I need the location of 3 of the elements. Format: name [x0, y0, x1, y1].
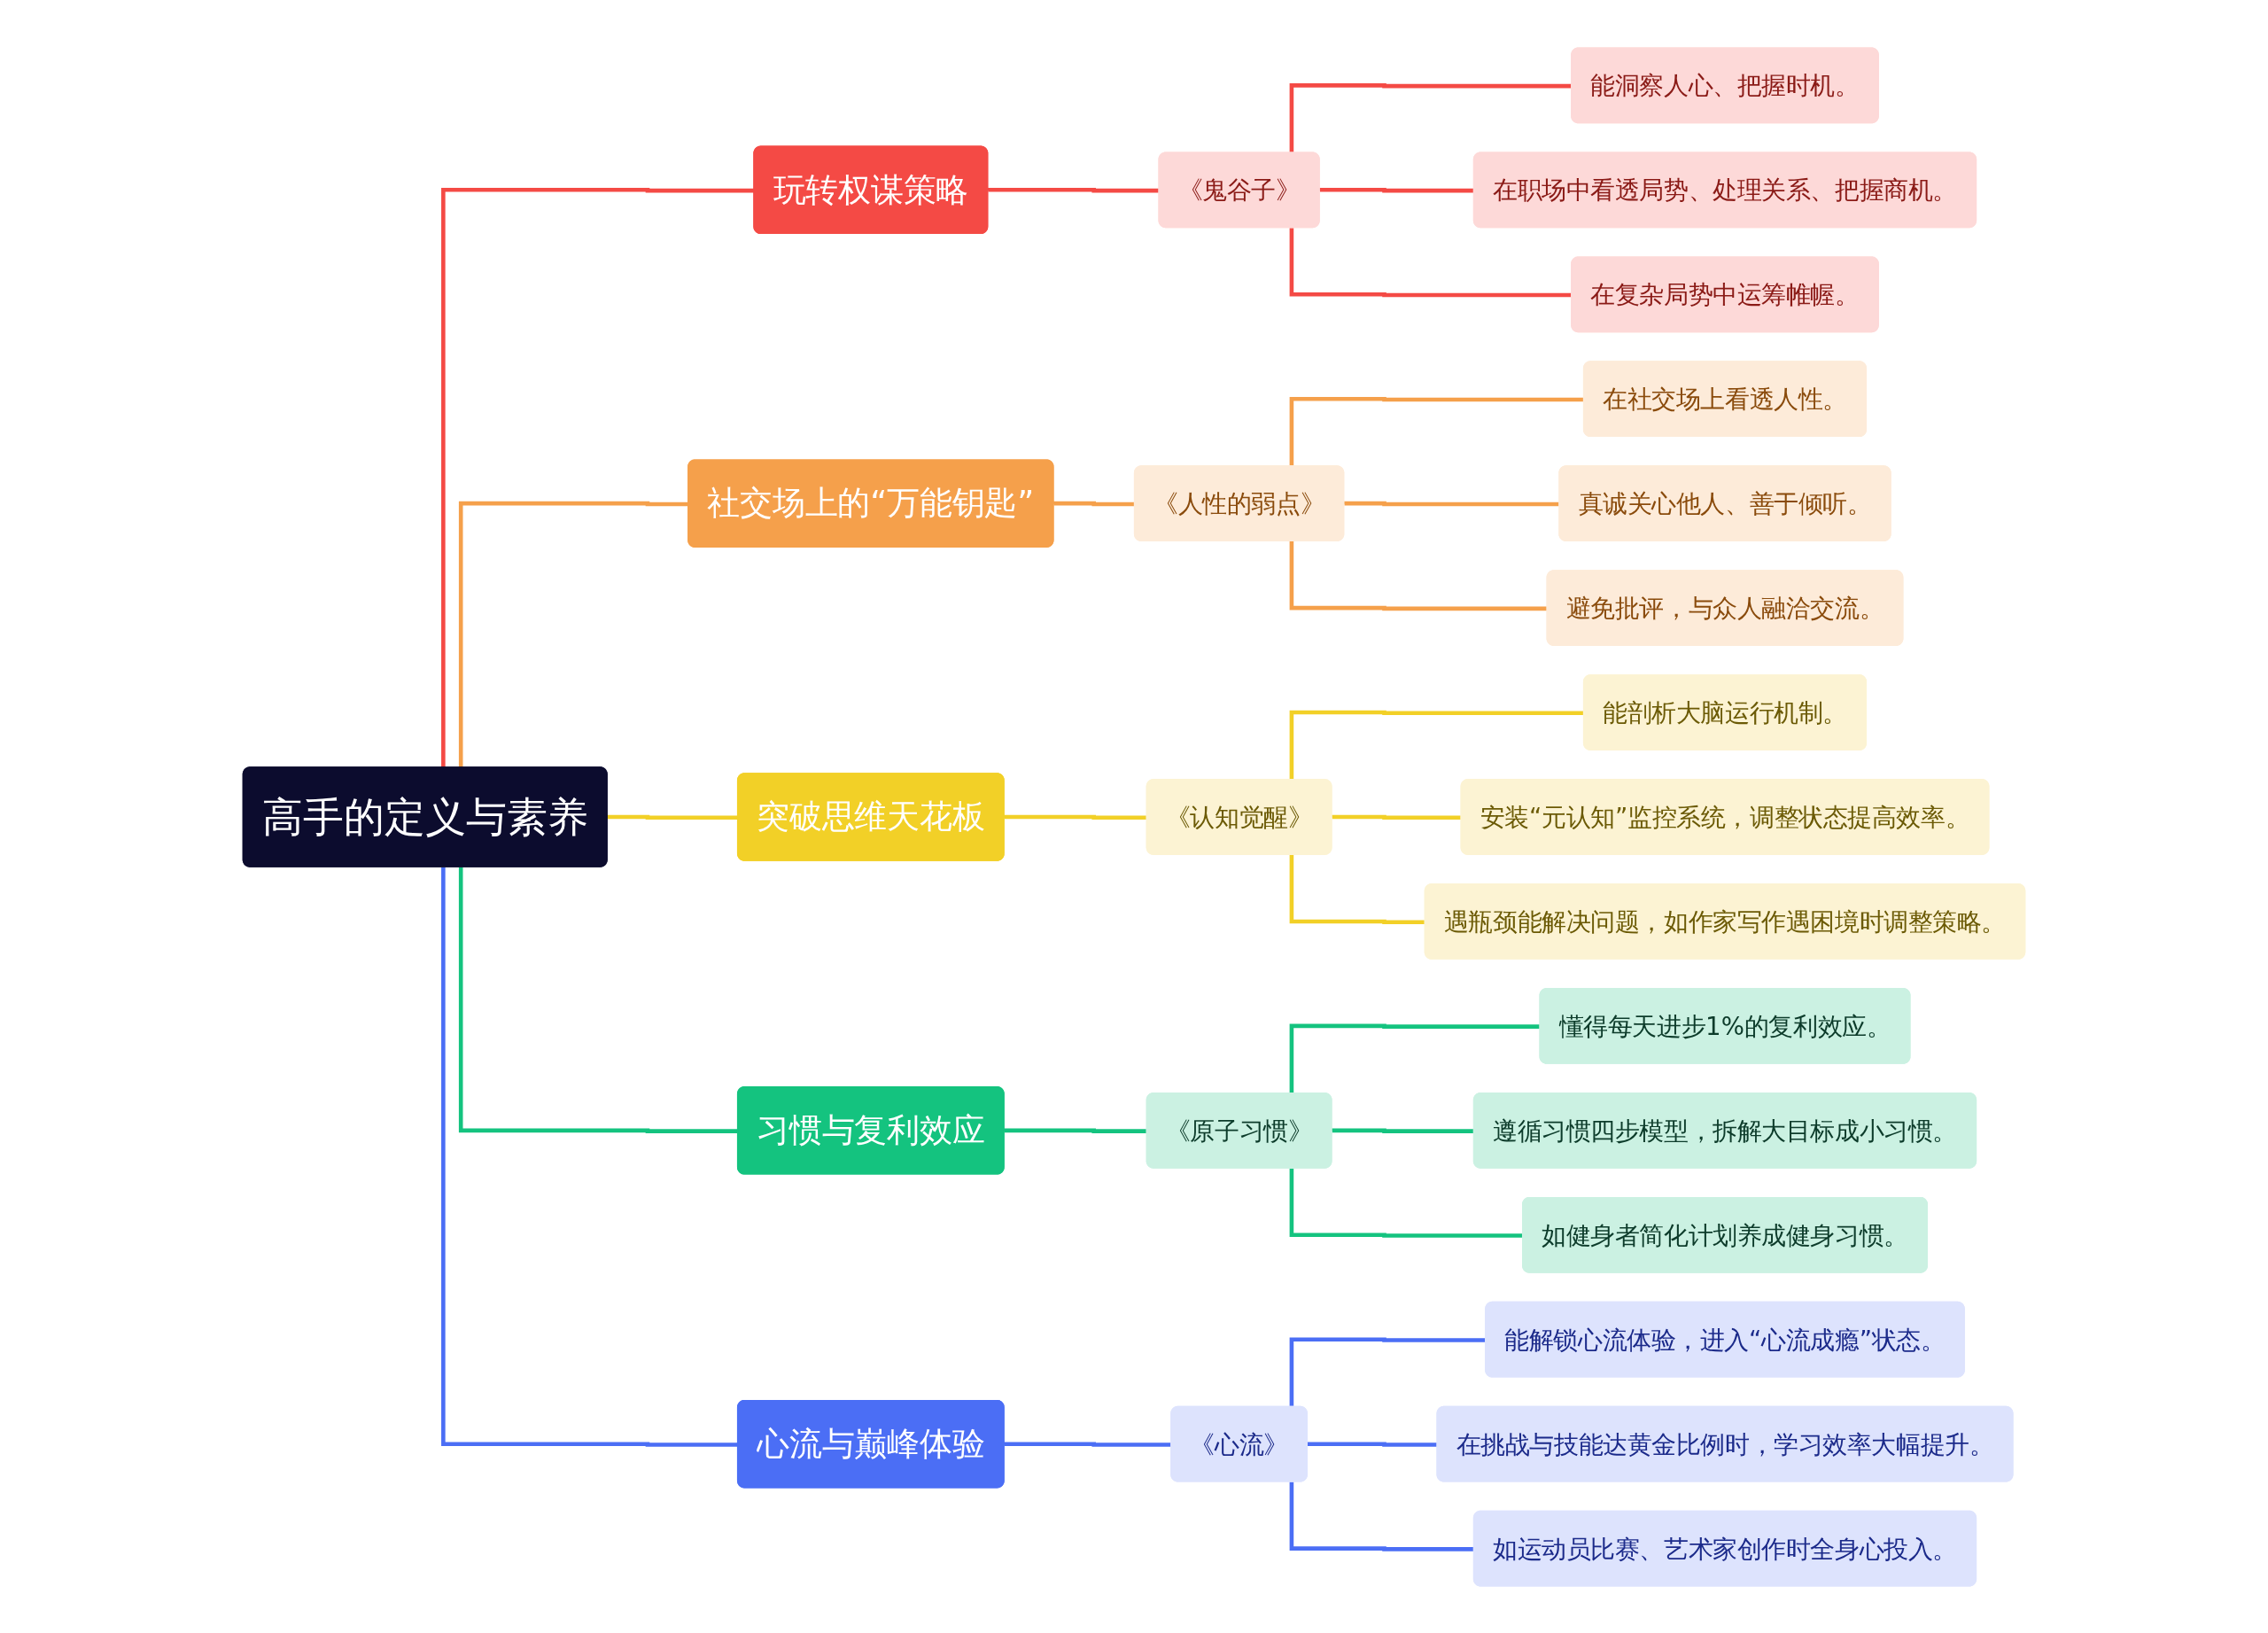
- connector: [1289, 1023, 1541, 1093]
- mind-map-diagram: 高手的定义与素养 玩转权谋策略 《鬼谷子》 能洞察人心、把握时机。 在职场中看透局势、处理关系、把握商机。 在复杂局势中运筹帷幄。 社交场上的“万能钥匙” 《人性的弱点》 在社交场上看透人性。 真诚关心他人、善于倾听。 避免批评，与众人融洽交流。 突破思维天花板 《认知觉醒》 能剖析大脑运行机制。 安装“元认知”监控系统，调整状态提高效率。 遇瓶颈能解决问题，如作家写作遇困境时调整策略。 习惯与复利效应 《原子习惯》 懂得每天进步1%的复利效应。 遵循习惯四步模型，拆解大目标成小习惯。 如健身者简化计划养成健身习惯。 心流与巅峰体验 《心流》 能解锁心流体验，进入“心流成瘾”状态。 在挑战与技能达黄金比例时，学习效率大幅提升。 如运动员比赛、艺术家创作时全身心投入。: [115, 36, 2153, 1597]
- connector: [441, 187, 755, 768]
